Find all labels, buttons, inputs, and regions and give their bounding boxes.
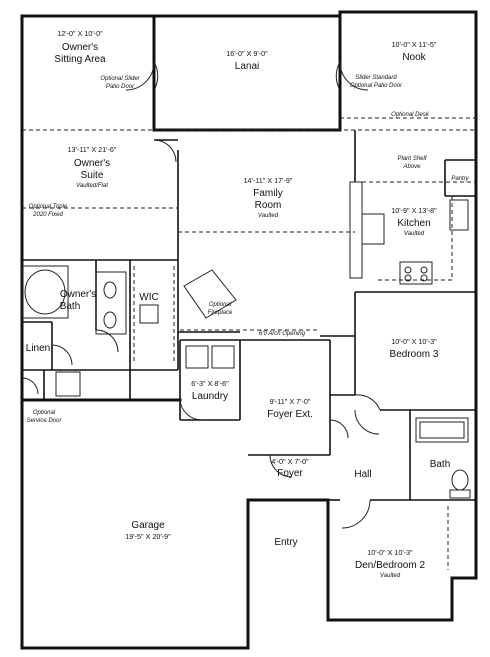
suite-name-line2: Suite <box>81 170 104 181</box>
note-optional-desk: Optional Desk <box>391 112 430 118</box>
linen-label: Linen <box>26 343 50 354</box>
note-slider-right-line1: Slider Standard <box>355 75 397 81</box>
nook-name: Nook <box>402 52 426 63</box>
bath-label: Bath <box>430 459 451 470</box>
foyer-name: Foyer <box>277 468 303 479</box>
plan-notes: Optional Slider Patio Door Slider Standa… <box>27 75 430 424</box>
pantry-label: Pantry <box>451 176 469 182</box>
family-room-dimensions: 14'-11" X 17'-9" <box>244 176 293 185</box>
note-service-door-line1: Optional <box>33 410 56 416</box>
owners-bath-name-line2: Bath <box>60 301 81 312</box>
note-slider-right-line2: Optional Patio Door <box>350 83 403 89</box>
family-room-name-line1: Family <box>253 188 282 199</box>
room-labels: 12'-0" X 10'-0" Owner's Sitting Area 16'… <box>26 29 470 579</box>
bedroom3-name: Bedroom 3 <box>390 349 439 360</box>
bedroom3-dimensions: 10'-0" X 10'-3" <box>391 337 437 346</box>
laundry-name: Laundry <box>192 391 228 402</box>
note-fireplace-line2: Fireplace <box>208 310 233 316</box>
wic-label: WIC <box>139 292 158 303</box>
foyer-ext-dimensions: 9'-11" X 7'-0" <box>270 397 311 406</box>
suite-dimensions: 13'-11" X 21'-6" <box>68 145 117 154</box>
owners-bath-name-line1: Owner's <box>60 289 96 300</box>
lanai-name: Lanai <box>235 61 259 72</box>
note-triple-line2: 2020 Fixed <box>32 212 63 218</box>
note-plant-shelf-line2: Above <box>402 164 421 170</box>
den-name: Den/Bedroom 2 <box>355 560 425 571</box>
entry-label: Entry <box>274 537 297 548</box>
note-triple-line1: Optional Triple <box>29 204 68 210</box>
note-fireplace-line1: Optional <box>209 302 232 308</box>
family-room-name-line2: Room <box>255 200 282 211</box>
lanai-dimensions: 16'-0" X 9'-0" <box>226 49 268 58</box>
note-arch-opening: 6'0 Arch Opening <box>259 331 306 337</box>
suite-subtitle: Vaulted/Flat <box>76 183 108 189</box>
note-slider-left-line2: Patio Door <box>106 84 135 90</box>
sitting-area-name-line1: Owner's <box>62 42 98 53</box>
den-dimensions: 10'-0" X 10'-3" <box>367 548 413 557</box>
kitchen-dimensions: 10'-9" X 13'-8" <box>391 206 437 215</box>
note-service-door-line2: Service Door <box>27 418 63 424</box>
laundry-dimensions: 6'-3" X 8'-6" <box>191 379 229 388</box>
kitchen-name: Kitchen <box>397 218 430 229</box>
sitting-area-name-line2: Sitting Area <box>54 54 106 65</box>
garage-name: Garage <box>131 520 165 531</box>
den-subtitle: Vaulted <box>380 573 401 579</box>
interior-walls <box>20 130 476 501</box>
doors <box>21 61 381 529</box>
foyer-dimensions: 4'-0" X 7'-0" <box>271 457 309 466</box>
kitchen-subtitle: Vaulted <box>404 231 425 237</box>
hall-label: Hall <box>354 469 371 480</box>
sitting-area-dimensions: 12'-0" X 10'-0" <box>57 29 103 38</box>
garage-dimensions: 19'-5" X 20'-9" <box>125 532 171 541</box>
note-plant-shelf-line1: Plant Shelf <box>397 156 427 162</box>
note-slider-left-line1: Optional Slider <box>100 76 140 82</box>
foyer-ext-name: Foyer Ext. <box>267 409 313 420</box>
dashed-lines <box>22 117 476 331</box>
fixtures <box>21 181 471 570</box>
family-room-subtitle: Vaulted <box>258 213 279 219</box>
suite-name-line1: Owner's <box>74 158 110 169</box>
nook-dimensions: 10'-0" X 11'-5" <box>392 40 437 49</box>
